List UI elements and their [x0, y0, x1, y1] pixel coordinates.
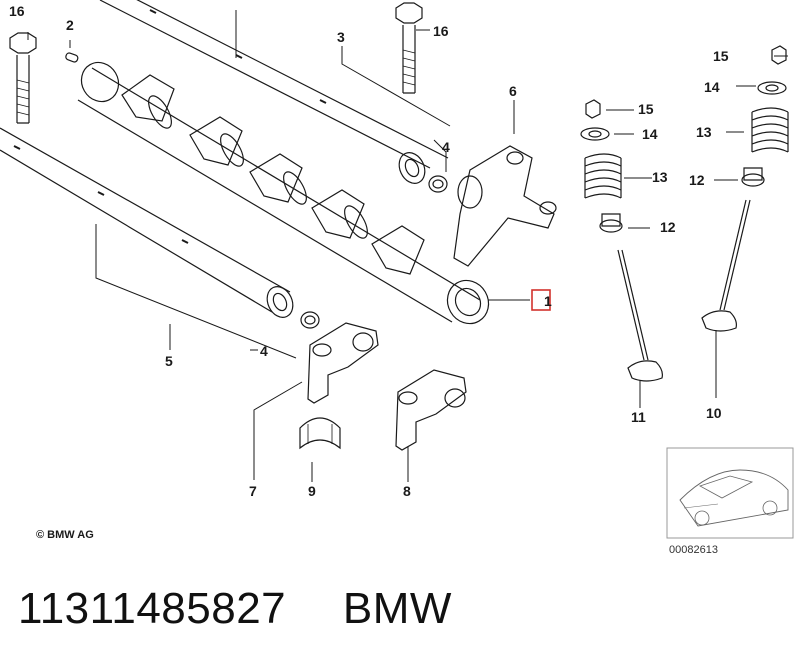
brand-name: BMW [342, 584, 452, 633]
callout-12-middle: 12 [660, 219, 676, 235]
valve-spring-left [584, 153, 622, 199]
callout-4-lower: 4 [260, 343, 268, 359]
leader-lines [27, 10, 788, 482]
hex-bolt-top [395, 2, 423, 94]
callout-3: 3 [337, 29, 345, 45]
callout-12-right: 12 [689, 172, 705, 188]
highlighted-part-box [531, 289, 551, 311]
valve-stem-seal-left [599, 213, 623, 233]
spring-retainer-right [757, 81, 787, 95]
part-number: 11311485827 [18, 584, 287, 633]
callout-7: 7 [249, 483, 257, 499]
camshaft [77, 61, 490, 325]
intake-valve-11 [617, 249, 663, 382]
callout-6: 6 [509, 83, 517, 99]
rocker-arm-assembly [453, 145, 557, 267]
callout-16-left: 16 [9, 3, 25, 19]
valve-keeper-left [585, 99, 601, 119]
rocker-shaft-upper [99, 0, 449, 184]
valve-keeper-right [771, 45, 787, 65]
valve-stem-seal-right [741, 167, 765, 187]
rocker-arm-left [307, 322, 379, 404]
callout-11: 11 [631, 409, 646, 425]
callout-14-middle: 14 [642, 126, 658, 142]
rocker-shaft-lower [0, 127, 294, 318]
spring-retainer-left [580, 127, 610, 141]
bush-lower [300, 311, 320, 329]
callout-16-top: 16 [433, 23, 449, 39]
callout-13-right: 13 [696, 124, 712, 140]
callout-1: 1 [544, 293, 552, 309]
callout-15-middle: 15 [638, 101, 654, 117]
half-bearing-shell [299, 417, 341, 450]
callout-13-middle: 13 [652, 169, 668, 185]
hex-bolt-left [9, 32, 37, 124]
callout-9: 9 [308, 483, 316, 499]
callout-2: 2 [66, 17, 74, 33]
part-caption: 11311485827 BMW [18, 584, 452, 634]
vehicle-thumbnail [666, 447, 794, 539]
bush-upper [428, 175, 448, 193]
callout-14-right: 14 [704, 79, 720, 95]
copyright-notice: © BMW AG [36, 529, 94, 541]
valve-spring-right [751, 107, 789, 153]
callout-10: 10 [706, 405, 722, 421]
callout-8: 8 [403, 483, 411, 499]
rocker-arm-right [395, 369, 467, 451]
diagram-number: 00082613 [669, 544, 718, 556]
callout-5: 5 [165, 353, 173, 369]
callout-15-right: 15 [713, 48, 729, 64]
exhaust-valve-10 [701, 199, 751, 332]
callout-4-upper: 4 [442, 139, 450, 155]
pin [65, 52, 79, 63]
